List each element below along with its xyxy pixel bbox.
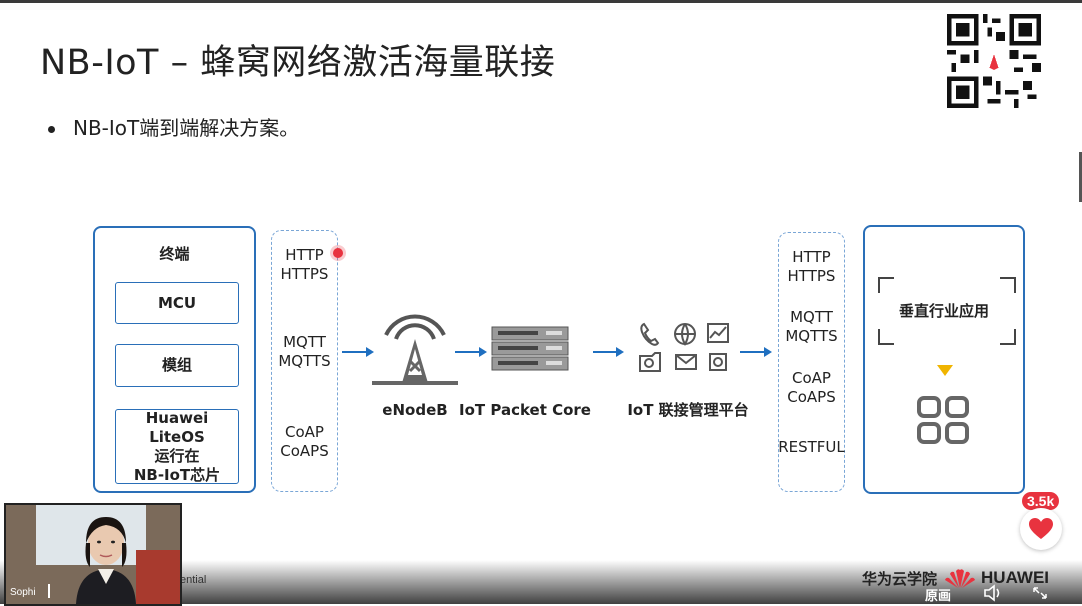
- qr-code-icon: [947, 14, 1041, 108]
- platform-label: IoT 联接管理平台: [627, 401, 749, 419]
- film-icon: [709, 353, 727, 371]
- server-rack-icon: [491, 326, 569, 371]
- application-box: 垂直行业应用: [863, 225, 1025, 494]
- left-protocol-box: [271, 230, 338, 492]
- liteos-box: Huawei LiteOS 运行在 NB-IoT芯片: [115, 409, 239, 484]
- down-triangle-icon: [937, 365, 953, 376]
- pointer-marker: [333, 248, 343, 258]
- right-protocol-http: HTTP: [792, 248, 831, 266]
- liteos-line2: 运行在: [154, 446, 200, 465]
- left-protocol-https: HTTPS: [280, 265, 329, 283]
- huawei-logo-icon: [945, 569, 976, 588]
- fullscreen-icon[interactable]: [1031, 585, 1049, 601]
- app-frame-corners: [878, 277, 1016, 345]
- liteos-line3: NB-IoT芯片: [133, 465, 221, 484]
- bullet-item: NB-IoT端到端解决方案。: [48, 112, 299, 141]
- brand-en-text: HUAWEI: [981, 568, 1050, 587]
- webcam-background-red: [136, 550, 180, 604]
- right-protocol-restful: RESTFUL: [778, 438, 845, 456]
- platform-icons: [639, 322, 729, 372]
- bullet-dot: [48, 126, 55, 133]
- right-protocol-coap: CoAP: [792, 369, 831, 387]
- camera-icon: [639, 352, 661, 372]
- right-protocol-coaps: CoAPS: [787, 388, 836, 406]
- volume-icon[interactable]: [983, 584, 1003, 602]
- enodeb-label: eNodeB: [382, 401, 448, 419]
- left-protocol-coap: CoAP: [285, 423, 324, 441]
- mail-icon: [675, 354, 697, 370]
- left-protocol-coaps: CoAPS: [280, 442, 329, 460]
- arrow-4: [740, 347, 772, 357]
- right-protocol-box: [778, 232, 845, 492]
- packet-core-label: IoT Packet Core: [459, 401, 591, 419]
- mcu-box: MCU: [115, 282, 239, 324]
- arrow-1: [342, 347, 374, 357]
- enodeb-tower-icon: [372, 314, 458, 385]
- left-protocol-mqtt: MQTT: [283, 333, 326, 351]
- slide-title: NB-IoT – 蜂窝网络激活海量联接: [40, 43, 556, 83]
- phone-icon: [640, 322, 660, 346]
- presenter-webcam: Sophi: [4, 503, 182, 606]
- right-protocol-mqtts: MQTTS: [785, 327, 838, 345]
- like-button[interactable]: [1020, 508, 1062, 550]
- right-protocol-mqtt: MQTT: [790, 308, 833, 326]
- confidential-text: ential: [180, 574, 207, 586]
- huawei-brand: 华为云学院 HUAWEI: [862, 567, 1049, 589]
- presenter-avatar: [76, 517, 136, 604]
- terminal-heading: 终端: [159, 245, 190, 263]
- heart-icon: [1029, 518, 1053, 539]
- brand-cn-text: 华为云学院: [862, 569, 938, 588]
- app-label: 垂直行业应用: [898, 302, 989, 320]
- top-border: [0, 0, 1082, 3]
- bullet-text: NB-IoT端到端解决方案。: [73, 116, 300, 140]
- quality-button[interactable]: 原画: [925, 589, 952, 604]
- terminal-box: 终端 MCU 模组 Huawei LiteOS 运行在 NB-IoT芯片: [93, 226, 256, 493]
- arrow-2: [455, 347, 487, 357]
- chart-icon: [707, 323, 729, 343]
- arrow-3: [593, 347, 624, 357]
- presenter-name: Sophi: [10, 587, 36, 598]
- apps-grid-icon: [917, 396, 969, 444]
- left-protocol-mqtts: MQTTS: [278, 352, 331, 370]
- right-protocol-https: HTTPS: [787, 267, 836, 285]
- like-count-badge: 3.5k: [1022, 492, 1060, 510]
- liteos-line1: Huawei LiteOS: [145, 408, 209, 446]
- right-scrollbar[interactable]: [1079, 152, 1082, 202]
- left-protocol-http: HTTP: [285, 246, 324, 264]
- module-box: 模组: [115, 344, 239, 387]
- webcam-cursor: [48, 584, 50, 598]
